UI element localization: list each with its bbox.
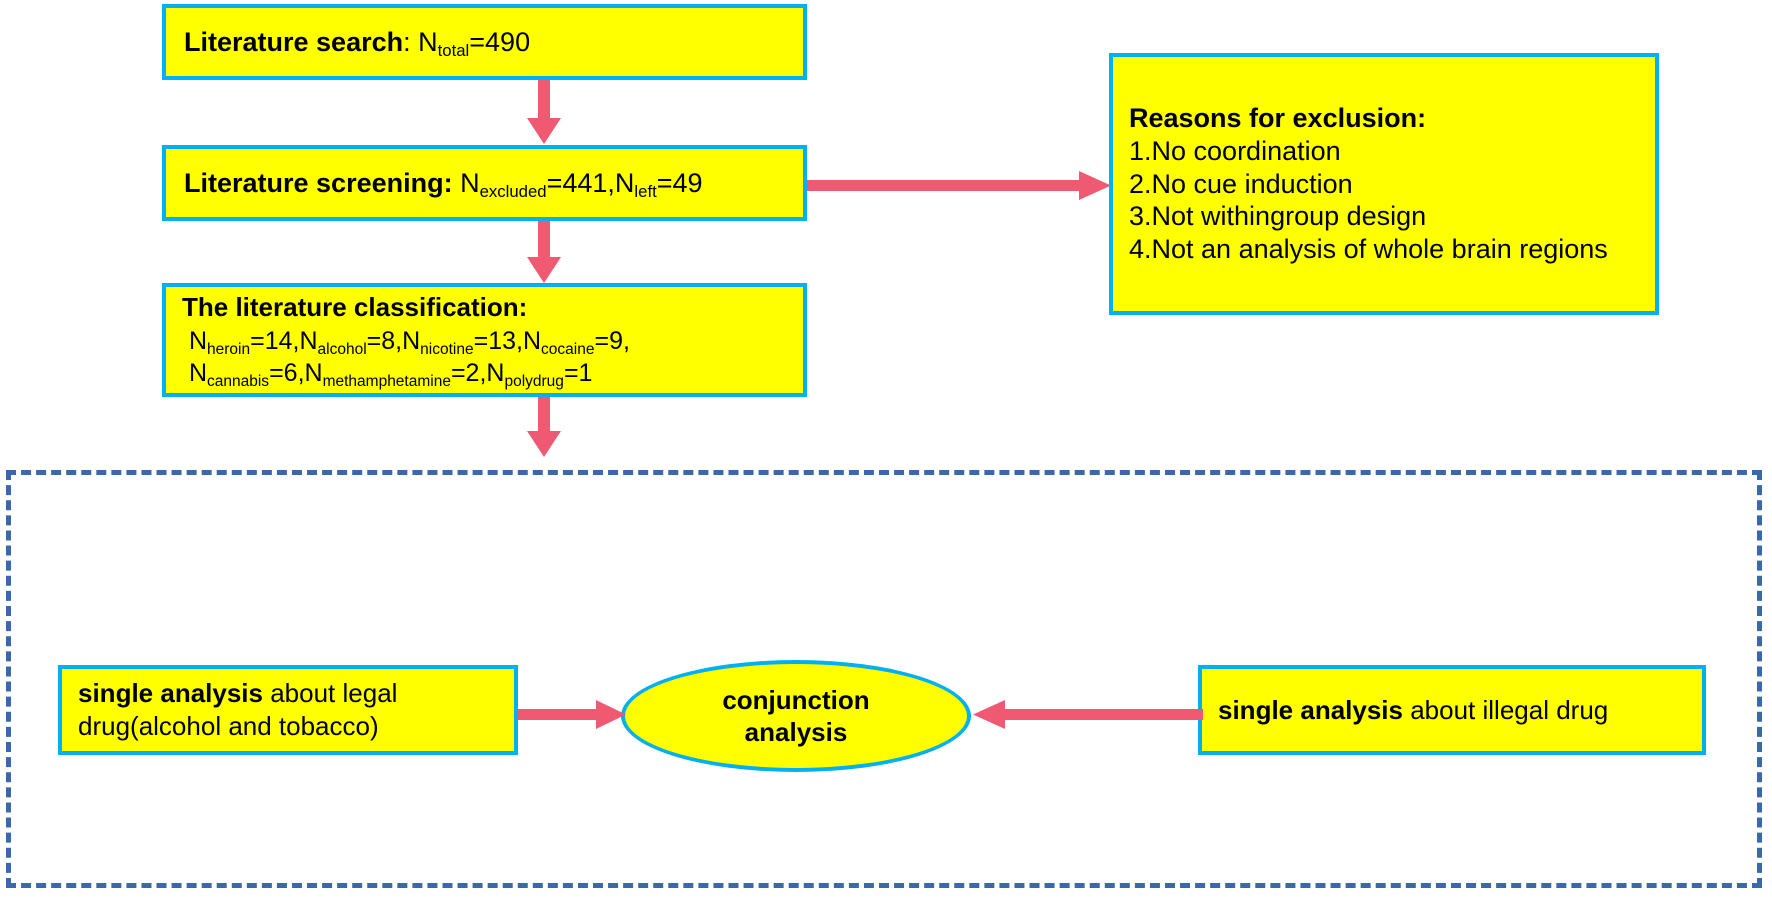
node-literature-search[interactable]: Literature search: Ntotal=490 — [162, 4, 807, 80]
exclusion-item-1: 1.No coordination — [1129, 135, 1341, 166]
exclusion-item-4: 4.Not an analysis of whole brain regions — [1129, 234, 1608, 265]
literature-screening-subscript-left: left — [634, 181, 657, 201]
illegal-drug-bold-label: single analysis — [1218, 694, 1403, 725]
literature-screening-value-left: =49 — [656, 167, 703, 198]
node-literature-screening[interactable]: Literature screening: Nexcluded=441,Nlef… — [162, 145, 807, 221]
illegal-drug-rest-label: about illegal drug — [1402, 694, 1609, 725]
node-literature-classification[interactable]: The literature classification: Nheroin=1… — [162, 283, 807, 397]
literature-screening-subscript-excluded: excluded — [479, 181, 547, 201]
arrow-left-illegal-to-conjunction — [971, 697, 1203, 733]
count-sub-cocaine: cocaine — [541, 340, 595, 358]
analysis-group-container — [6, 470, 1762, 888]
count-var-methamphetamine: N — [304, 358, 323, 387]
literature-search-separator: : — [403, 26, 419, 57]
count-sub-alcohol: alcohol — [317, 340, 367, 358]
literature-classification-counts-line-2: Ncannabis=6,Nmethamphetamine=2,Npolydrug… — [182, 357, 787, 390]
illegal-drug-text: single analysis about illegal drug — [1218, 695, 1686, 726]
exclusion-item-3: 3.Not withingroup design — [1129, 201, 1427, 232]
legal-drug-text: single analysis about legal drug(alcohol… — [78, 677, 498, 743]
node-single-analysis-legal-drug[interactable]: single analysis about legal drug(alcohol… — [58, 665, 518, 755]
literature-search-value: =490 — [469, 26, 531, 57]
count-var-polydrug: N — [486, 358, 505, 387]
count-val-cocaine: =9, — [594, 326, 630, 355]
count-var-nicotine: N — [402, 326, 421, 355]
count-sub-heroin: heroin — [207, 340, 251, 358]
literature-search-text: Literature search: Ntotal=490 — [184, 26, 785, 60]
exclusion-item-2: 2.No cue induction — [1129, 168, 1353, 199]
exclusion-heading: Reasons for exclusion: — [1129, 102, 1427, 133]
count-sub-nicotine: nicotine — [420, 340, 474, 358]
literature-search-subscript: total — [437, 40, 470, 60]
literature-screening-value-excluded: =441, — [546, 167, 615, 198]
conjunction-analysis-line-2: analysis — [744, 717, 848, 747]
count-sub-methamphetamine: methamphetamine — [322, 372, 451, 390]
literature-screening-label: Literature screening: — [184, 167, 453, 198]
count-val-nicotine: =13, — [473, 326, 523, 355]
count-var-heroin: N — [188, 326, 208, 355]
literature-screening-var-excluded: N — [460, 167, 480, 198]
legal-drug-rest-label: about legal drug(alcohol and tobacco) — [78, 678, 398, 741]
literature-search-var: N — [418, 26, 438, 57]
count-sub-cannabis: cannabis — [207, 372, 270, 390]
count-val-polydrug: =1 — [563, 358, 593, 387]
node-reasons-for-exclusion[interactable]: Reasons for exclusion: 1.No coordination… — [1109, 53, 1659, 315]
count-val-methamphetamine: =2, — [450, 358, 487, 387]
count-val-heroin: =14, — [250, 326, 300, 355]
count-val-cannabis: =6, — [269, 358, 305, 387]
literature-screening-text: Literature screening: Nexcluded=441,Nlef… — [184, 167, 785, 201]
arrow-right-screening-to-exclusion — [807, 168, 1113, 204]
count-sub-polydrug: polydrug — [504, 372, 564, 390]
node-single-analysis-illegal-drug[interactable]: single analysis about illegal drug — [1198, 665, 1706, 755]
conjunction-analysis-line-1: conjunction — [722, 684, 870, 715]
node-conjunction-analysis[interactable]: conjunction analysis — [621, 660, 971, 772]
arrow-right-legal-to-conjunction — [518, 697, 628, 733]
literature-screening-var-left: N — [614, 167, 635, 198]
count-val-alcohol: =8, — [366, 326, 403, 355]
legal-drug-bold-label: single analysis — [78, 678, 263, 709]
arrow-down-classification-to-analysis-group — [524, 397, 564, 459]
count-var-cannabis: N — [188, 358, 208, 387]
literature-classification-counts-line-1: Nheroin=14,Nalcohol=8,Nnicotine=13,Ncoca… — [182, 325, 787, 358]
literature-classification-heading: The literature classification: — [182, 292, 528, 323]
literature-search-label: Literature search — [184, 26, 404, 57]
arrow-down-screening-to-classification — [524, 221, 564, 285]
arrow-down-search-to-screening — [524, 80, 564, 146]
count-var-alcohol: N — [299, 326, 318, 355]
count-var-cocaine: N — [522, 326, 542, 355]
